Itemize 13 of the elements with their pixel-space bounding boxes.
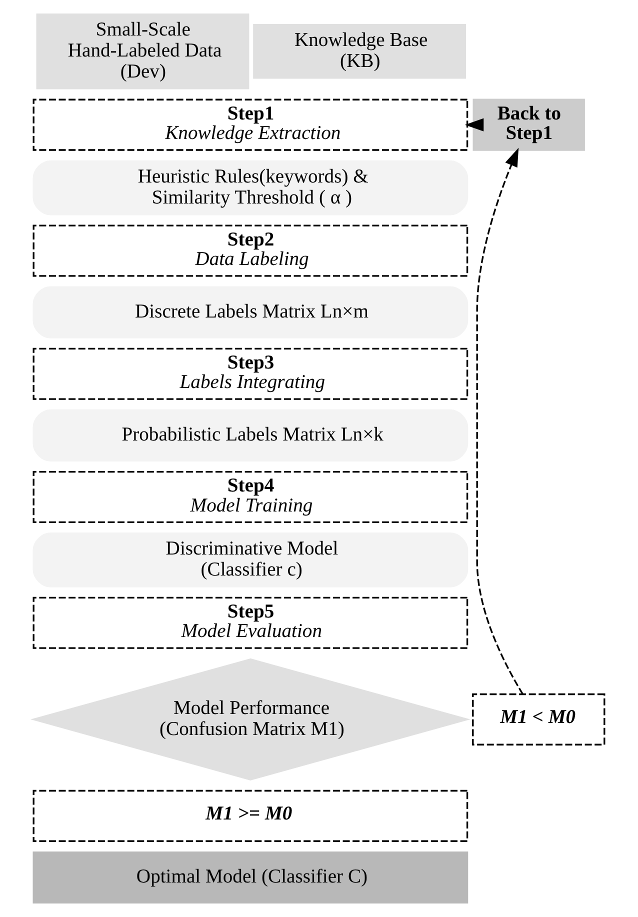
node-box: Step5 Model Evaluation [32,596,468,649]
node-box: Step1 Knowledge Extraction [32,98,468,151]
node-box: Optimal Model (Classifier C) [32,852,468,904]
arrow [464,118,484,132]
node-box: Step3 Labels Integrating [32,348,468,400]
node-box: M1 >= M0 [32,790,468,842]
node-box: M1 < M0 [472,693,606,746]
node-box: Small-Scale Hand-Labeled Data (Dev) [36,13,250,90]
arrow [476,148,524,695]
node-box: Step4 Model Training [32,470,468,523]
node-box: Knowledge Base (KB) [253,24,466,79]
node-box: Step2 Data Labeling [32,224,468,277]
node-diamond: Model Performance (Confusion Matrix M1) [30,658,470,780]
